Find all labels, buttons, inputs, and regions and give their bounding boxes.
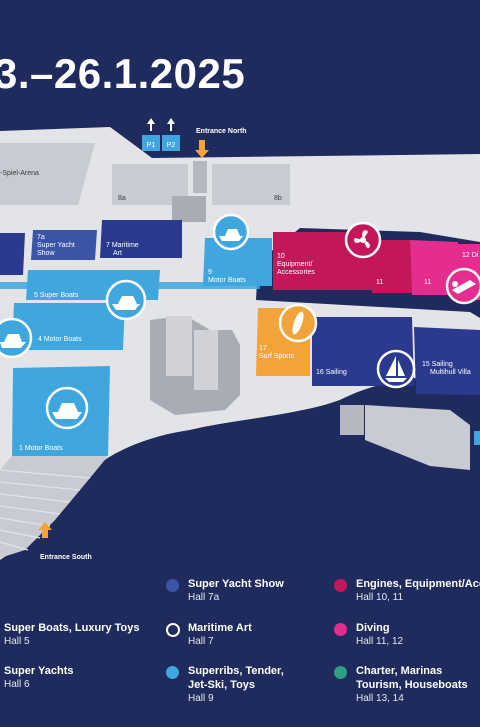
legend-super-boats: Super Boats, Luxury Toys Hall 5	[4, 622, 140, 647]
hall-7a-label-2: Super Yacht	[37, 242, 75, 249]
entrance-north-arrow	[195, 140, 209, 158]
legend-engines-equipment: Engines, Equipment/Acc Hall 10, 11	[334, 577, 480, 605]
hall-10-label-1: 10	[277, 253, 285, 260]
hall-8b-label: 8b	[274, 195, 282, 202]
storage-tanks	[340, 405, 364, 435]
hall-10-label-2: Equipment/	[277, 261, 312, 268]
parking-sign-p2: P2	[162, 118, 180, 151]
hall-4	[12, 303, 125, 350]
legend-dot-superribs	[166, 666, 179, 679]
entrance-south-label: Entrance South	[40, 554, 92, 561]
hall-left-navy	[0, 233, 25, 275]
legend-diving: Diving Hall 11, 12	[334, 621, 403, 649]
hall-15-label-2: Multihull Villa	[430, 369, 471, 376]
motorboat-icon-hall-5	[105, 279, 147, 321]
entrance-north-building	[193, 161, 207, 193]
hall-15-label-1: 15 Sailing	[422, 361, 453, 368]
legend-dot-engines	[334, 579, 347, 592]
entrance-north-label: Entrance North	[196, 128, 247, 135]
hall-5-label: 5 Super Boats	[34, 292, 79, 299]
hall-1-label: 1 Motor Boats	[19, 445, 63, 452]
tower-top-2	[194, 330, 218, 390]
pier-hatched	[0, 456, 108, 558]
hall-8a	[112, 164, 188, 205]
harbour-water	[0, 376, 480, 727]
tower-top	[166, 316, 192, 376]
hall-7-label-1: 7 Maritime	[106, 242, 139, 249]
hall-11a	[370, 240, 412, 293]
hall-16-label: 16 Sailing	[316, 369, 347, 376]
legend-charter: Charter, Marinas Tourism, Houseboats Hal…	[334, 664, 468, 706]
motorboat-icon-hall-4	[0, 317, 33, 359]
legend-maritime-art: Maritime Art Hall 7	[166, 621, 252, 649]
entrance-south-arrow	[38, 522, 52, 538]
hall-17-label-2: Surf Sports	[259, 353, 295, 360]
hall-4-label: 4 Motor Boats	[38, 336, 82, 343]
legend-dot-diving	[334, 623, 347, 636]
arena-building	[0, 143, 95, 205]
hall-7a	[31, 230, 97, 260]
hall-8b	[212, 164, 290, 205]
legend-super-yacht-show: Super Yacht Show Hall 7a	[166, 577, 284, 605]
svg-text:P1: P1	[147, 142, 156, 149]
arena-label: -Spiel-Arena	[0, 170, 39, 177]
sailboat-icon	[376, 349, 416, 389]
hall-7-label-2: Art	[113, 250, 122, 257]
hall-7	[100, 220, 182, 258]
diver-icon	[445, 267, 480, 305]
legend-dot-charter	[334, 666, 347, 679]
legend-superribs: Superribs, Tender, Jet-Ski, Toys Hall 9	[166, 664, 284, 706]
svg-text:P2: P2	[167, 142, 176, 149]
hall-7a-label-1: 7a	[37, 234, 45, 241]
parking-sign-small	[474, 431, 480, 445]
hall-11b-label: 11	[424, 279, 431, 286]
event-date-title: 3.–26.1.2025	[0, 50, 246, 97]
legend-dot-super-yacht-show	[166, 579, 179, 592]
hall-12-label: 12 Di	[462, 252, 479, 259]
hall-15	[414, 327, 480, 395]
hall-9	[203, 238, 272, 286]
hall-17-label-1: 17	[259, 345, 267, 352]
legend-dot-maritime-art	[166, 623, 180, 637]
hall-7a-label-3: Show	[37, 250, 55, 257]
hall-9-label-2: Motor Boats	[208, 277, 246, 284]
legend-super-yachts: Super Yachts Hall 6	[4, 665, 74, 690]
hall-10-label-3: Accessories	[277, 269, 315, 276]
parking-sign-p1: P1	[142, 118, 160, 151]
surfboard-icon	[278, 303, 318, 343]
hall-9-label-1: 9	[208, 269, 212, 276]
hall-8a-label: 8a	[118, 195, 126, 202]
pier-hatch-lines	[0, 469, 91, 551]
hall-11a-label: 11	[376, 279, 383, 286]
motorboat-icon-hall-1	[45, 386, 89, 430]
warehouse	[365, 405, 470, 470]
propeller-icon	[344, 221, 382, 259]
connector-building	[172, 196, 206, 222]
motorboat-icon	[212, 213, 250, 251]
